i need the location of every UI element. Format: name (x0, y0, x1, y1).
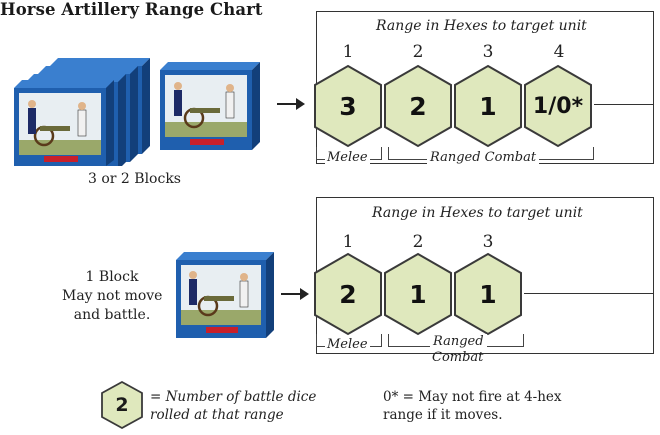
legend-dice-note-line1: = Number of battle dice (150, 389, 316, 406)
top-melee-label: Melee (325, 150, 370, 165)
artillery-block-single-top (160, 62, 260, 162)
top-hex-1-dice: 3 (312, 64, 384, 148)
top-row-line (594, 104, 653, 105)
legend-hex: 2 (100, 380, 144, 430)
legend-hex-value: 2 (100, 380, 144, 430)
bottom-arrow-icon (280, 286, 310, 306)
legend-fire-note-line1: 0* = May not fire at 4-hex (383, 389, 562, 406)
legend-dice-note-line2: rolled at that range (150, 407, 284, 424)
bottom-blocks-label-line3: and battle. (62, 307, 162, 323)
artillery-block-single-bottom (176, 252, 276, 352)
top-range-3: 3 (476, 42, 500, 62)
top-hex-3-dice: 1 (452, 64, 524, 148)
top-ranged-label: Ranged Combat (427, 150, 539, 165)
bottom-hex-1: 2 (312, 252, 384, 336)
bottom-range-1: 1 (336, 232, 360, 252)
top-hex-1: 3 (312, 64, 384, 148)
top-hex-2: 2 (382, 64, 454, 148)
bottom-ranged-label-line2: Combat (432, 350, 483, 365)
bottom-hex-3-dice: 1 (452, 252, 524, 336)
bottom-frame-title: Range in Hexes to target unit (372, 205, 583, 221)
top-range-2: 2 (406, 42, 430, 62)
top-hex-3: 1 (452, 64, 524, 148)
bottom-hex-3: 1 (452, 252, 524, 336)
top-hex-4: 1/0* (522, 64, 594, 148)
bottom-ranged-label-line1: Ranged (430, 334, 487, 349)
bottom-blocks-label-line2: May not move (62, 288, 162, 304)
legend-fire-note-line2: range if it moves. (383, 407, 503, 424)
bottom-row-line (524, 293, 653, 294)
top-range-1: 1 (336, 42, 360, 62)
bottom-hex-2-dice: 1 (382, 252, 454, 336)
top-hex-4-dice: 1/0* (522, 64, 594, 148)
bottom-range-3: 3 (476, 232, 500, 252)
bottom-hex-1-dice: 2 (312, 252, 384, 336)
bottom-blocks-label-line1: 1 Block (62, 269, 162, 285)
top-frame-title: Range in Hexes to target unit (376, 18, 587, 34)
bottom-range-2: 2 (406, 232, 430, 252)
bottom-hex-2: 1 (382, 252, 454, 336)
artillery-block-stack (14, 56, 154, 166)
bottom-melee-label: Melee (325, 337, 370, 352)
top-blocks-label: 3 or 2 Blocks (88, 171, 181, 187)
top-hex-2-dice: 2 (382, 64, 454, 148)
top-arrow-icon (276, 96, 306, 116)
top-range-4: 4 (547, 42, 571, 62)
